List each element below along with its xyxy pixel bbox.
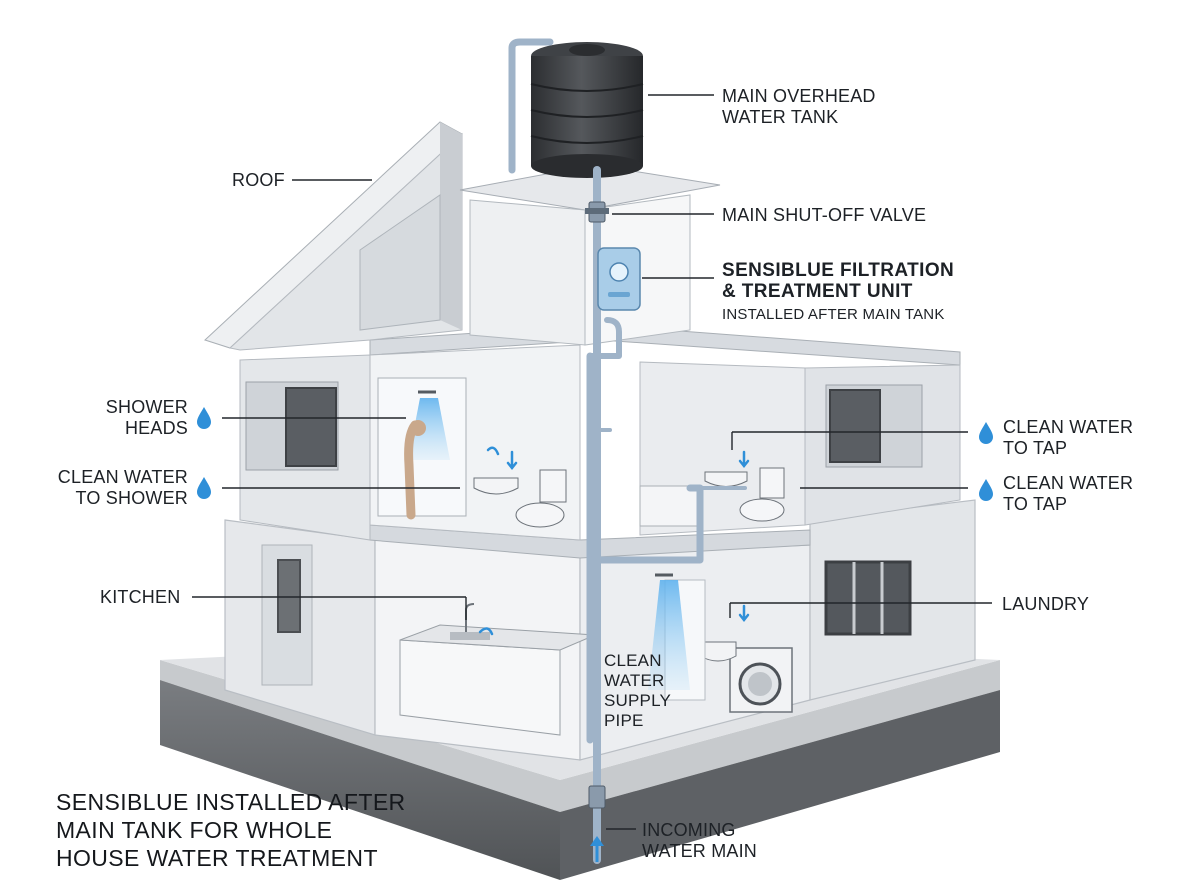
water-drop-icon: [197, 477, 211, 499]
label-shutoff-valve: MAIN SHUT-OFF VALVE: [722, 205, 927, 225]
water-drop-icon: [197, 407, 211, 429]
toilet-right: [739, 467, 785, 522]
leader-lines: [192, 94, 992, 830]
washing-machine: [729, 647, 793, 713]
label-incoming-main: INCOMING WATER MAIN: [642, 820, 757, 861]
toilet-left: [515, 469, 567, 528]
label-kitchen: KITCHEN: [100, 587, 181, 607]
incoming-valve: [588, 785, 606, 809]
label-roof: ROOF: [232, 170, 285, 190]
label-sensiblue-unit: SENSIBLUE FILTRATION & TREATMENT UNIT: [722, 260, 955, 302]
ground-shower: [648, 573, 706, 701]
diagram-caption: SENSIBLUE INSTALLED AFTER MAIN TANK FOR …: [56, 789, 406, 871]
label-clean-water-tap-2: CLEAN WATER TO TAP: [1003, 473, 1134, 514]
label-clean-water-tap-1: CLEAN WATER TO TAP: [1003, 417, 1134, 458]
ground-floor: [224, 499, 976, 761]
water-drop-icon: [979, 479, 993, 501]
window-first-right: [825, 384, 923, 468]
label-sensiblue-sub: INSTALLED AFTER MAIN TANK: [722, 306, 945, 323]
window-first-left: [245, 381, 339, 471]
kitchen-counter: [399, 603, 596, 736]
first-floor: [239, 344, 961, 541]
label-laundry: LAUNDRY: [1002, 594, 1090, 614]
label-main-tank: MAIN OVERHEAD WATER TANK: [722, 86, 876, 127]
roof: [204, 121, 463, 351]
label-supply-pipe: CLEAN WATER SUPPLY PIPE: [604, 651, 672, 730]
overhead-water-tank: [530, 42, 644, 178]
tank-tower: [459, 164, 721, 346]
arrow-up-icon: [590, 836, 604, 862]
water-flow-arrows: [478, 446, 750, 636]
plumbing-pipes: [508, 38, 747, 864]
first-shower: [377, 377, 467, 520]
water-drop-icon: [979, 422, 993, 444]
window-ground-right: [824, 560, 912, 636]
main-shutoff-valve: [585, 201, 609, 223]
label-clean-water-shower: CLEAN WATER TO SHOWER: [57, 467, 188, 508]
label-shower-heads: SHOWER HEADS: [105, 397, 188, 438]
sensiblue-unit: [597, 247, 641, 311]
